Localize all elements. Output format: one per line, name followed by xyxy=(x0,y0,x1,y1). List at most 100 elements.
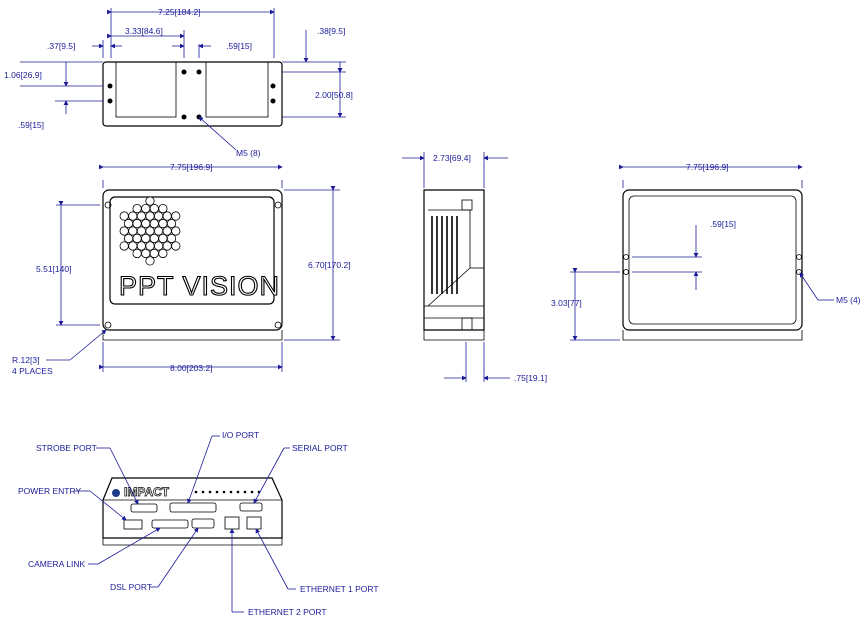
grille-hole xyxy=(149,203,159,214)
grille-hole xyxy=(158,203,168,214)
led-indicator xyxy=(250,490,254,494)
led-indicator xyxy=(236,490,240,494)
grille-hole xyxy=(149,218,159,229)
grille-hole xyxy=(136,241,146,251)
grille-hole xyxy=(119,226,129,236)
dsl-connector xyxy=(191,518,215,529)
dim-bottom-offset: .59[15] xyxy=(18,120,44,130)
side-view: 2.73[69.4] .75[19.1] xyxy=(402,152,547,383)
label-ethernet-2: ETHERNET 2 PORT xyxy=(248,607,327,617)
status-leds xyxy=(194,490,261,494)
corner-screws-front xyxy=(104,201,282,329)
ethernet-1-jack xyxy=(246,516,262,530)
led-indicator xyxy=(215,490,219,494)
strobe-connector xyxy=(130,503,158,513)
grille-hole xyxy=(141,233,151,244)
grille-hole xyxy=(145,226,155,236)
grille-hole xyxy=(132,203,142,214)
grille-hole xyxy=(162,226,172,236)
corner-note: 4 PLACES xyxy=(12,366,53,376)
dim-edge-left: .37[9.5] xyxy=(47,41,75,51)
top-view: 7.25[184.2] 3.33[84.6] .59[15] .37[9.5] … xyxy=(4,7,353,158)
grille-hole xyxy=(162,241,172,251)
dim-hole-row: 1.06[26.9] xyxy=(4,70,42,80)
label-serial-port: SERIAL PORT xyxy=(292,443,348,453)
rear-mounting-holes xyxy=(623,254,802,275)
cooling-fins xyxy=(431,216,458,294)
dim-edge-right: .38[9.5] xyxy=(317,26,345,36)
ventilation-grille xyxy=(119,196,181,266)
grille-hole xyxy=(132,233,142,244)
led-indicator xyxy=(194,490,198,494)
grille-hole xyxy=(141,248,151,259)
serial-connector xyxy=(239,502,263,512)
grille-hole xyxy=(145,196,155,206)
grille-hole xyxy=(128,226,138,236)
grille-hole xyxy=(149,233,159,244)
grille-hole xyxy=(128,211,138,221)
front-view: PPT VISION 7.75[196.9] 8.00[203.2] 5.51[… xyxy=(12,162,351,376)
grille-hole xyxy=(132,218,142,229)
callout-m5-4: M5 (4) xyxy=(836,295,861,305)
label-dsl-port: DSL PORT xyxy=(110,582,152,592)
label-camera-link: CAMERA LINK xyxy=(28,559,85,569)
led-indicator xyxy=(243,490,247,494)
dim-rear-hole-height: 3.03[77] xyxy=(551,298,582,308)
dim-rear-width: 7.75[196.9] xyxy=(686,162,729,172)
connector-view: IMPACT STROBE PORT I/O PORT SERIAL PORT … xyxy=(18,430,379,617)
camera-link-connector xyxy=(151,519,189,529)
dim-side-depth: 2.73[69.4] xyxy=(433,153,471,163)
dim-front-width: 7.75[196.9] xyxy=(170,162,213,172)
dim-width-overall: 7.25[184.2] xyxy=(158,7,201,17)
grille-hole xyxy=(123,233,134,244)
io-connector xyxy=(169,502,217,513)
dim-hole-spacing: .59[15] xyxy=(226,41,252,51)
grille-hole xyxy=(158,218,168,229)
grille-hole xyxy=(154,226,164,236)
callout-m5-8: M5 (8) xyxy=(236,148,261,158)
dim-rear-gap: .59[15] xyxy=(710,219,736,229)
grille-hole xyxy=(119,211,129,221)
grille-hole xyxy=(154,211,164,221)
label-ethernet-1: ETHERNET 1 PORT xyxy=(300,584,379,594)
grille-hole xyxy=(158,233,168,244)
grille-hole xyxy=(166,218,177,229)
grille-hole xyxy=(132,248,142,259)
mounting-holes-top xyxy=(107,69,276,120)
corner-radius-callout: R.12[3] xyxy=(12,355,39,365)
led-indicator xyxy=(201,490,205,494)
brand-label: IMPACT xyxy=(124,485,170,499)
dim-hole-offset: 3.33[84.6] xyxy=(125,26,163,36)
grille-hole xyxy=(154,241,164,251)
ethernet-2-jack xyxy=(224,516,240,530)
grille-hole xyxy=(141,203,151,214)
dim-front-height: 5.51[140] xyxy=(36,264,71,274)
grille-hole xyxy=(158,248,168,259)
dim-front-overall: 8.00[203.2] xyxy=(170,363,213,373)
dim-side-lip: .75[19.1] xyxy=(514,373,547,383)
grille-hole xyxy=(149,248,159,259)
grille-hole xyxy=(123,218,134,229)
grille-hole xyxy=(136,226,146,236)
label-power-entry: POWER ENTRY xyxy=(18,486,81,496)
led-indicator xyxy=(208,490,212,494)
label-strobe-port: STROBE PORT xyxy=(36,443,97,453)
led-indicator xyxy=(229,490,233,494)
grille-hole xyxy=(171,226,181,236)
grille-hole xyxy=(136,211,146,221)
rear-view: 7.75[196.9] .59[15] 3.03[77] M5 (4) xyxy=(551,162,861,341)
brand-logo-dot xyxy=(112,489,120,497)
label-io-port: I/O PORT xyxy=(222,430,259,440)
brand-logo-text: PPT VISION xyxy=(119,271,280,301)
grille-hole xyxy=(145,241,155,251)
grille-hole xyxy=(128,241,138,251)
grille-hole xyxy=(162,211,172,221)
dim-front-overall-height: 6.70[170.2] xyxy=(308,260,351,270)
grille-hole xyxy=(171,211,181,221)
grille-hole xyxy=(166,233,177,244)
led-indicator xyxy=(222,490,226,494)
grille-hole xyxy=(141,218,151,229)
grille-hole xyxy=(145,211,155,221)
